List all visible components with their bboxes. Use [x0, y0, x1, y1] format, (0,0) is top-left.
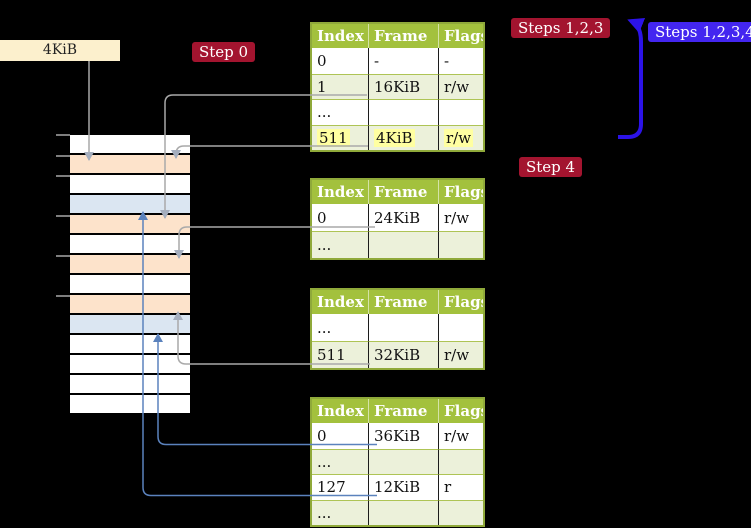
column-header: Frame — [369, 290, 439, 314]
table-cell: - — [439, 48, 483, 74]
table-cell: 0 — [312, 423, 369, 449]
column-header: Flags — [439, 24, 483, 48]
column-header: Frame — [369, 180, 439, 204]
table-cell — [369, 314, 439, 341]
table-cell: ... — [312, 499, 369, 525]
column-header: Flags — [439, 290, 483, 314]
page-table-2: Index Frame Flags 0 24KiB r/w ... — [310, 178, 485, 260]
arrow-loop-back-to-table1 — [618, 18, 646, 139]
table-cell: r — [439, 474, 483, 500]
memory-row — [70, 335, 190, 355]
highlight: 4KiB — [374, 128, 415, 147]
table-cell: r/w — [439, 341, 483, 368]
table-cell: 1 — [312, 73, 369, 99]
table-cell: 24KiB — [369, 204, 439, 231]
table-cell: 511 — [312, 341, 369, 368]
table-cell: r/w — [439, 73, 483, 99]
page-table-3: Index Frame Flags ... 511 32KiB r/w — [310, 288, 485, 370]
address-tick — [56, 295, 70, 297]
table-cell: ... — [312, 99, 369, 125]
table-cell — [439, 448, 483, 474]
table-cell: 0 — [312, 204, 369, 231]
table-cell: ... — [312, 231, 369, 258]
address-tick — [56, 215, 70, 217]
column-header: Flags — [439, 180, 483, 204]
table-cell: 16KiB — [369, 73, 439, 99]
table-cell-highlighted: 511 — [312, 124, 369, 150]
steps1234-badge: Steps 1,2,3,4 — [648, 22, 751, 42]
table-cell — [439, 231, 483, 258]
highlight: 511 — [317, 128, 350, 147]
column-header: Index — [312, 24, 369, 48]
memory-row — [70, 175, 190, 195]
address-tick — [56, 134, 70, 136]
memory-row — [70, 135, 190, 155]
table-cell — [369, 231, 439, 258]
memory-row — [70, 375, 190, 395]
memory-row — [70, 355, 190, 375]
table-cell: - — [369, 48, 439, 74]
table-cell: ... — [312, 314, 369, 341]
step4-badge: Step 4 — [519, 157, 583, 177]
memory-row — [70, 275, 190, 295]
highlight: r/w — [444, 128, 474, 147]
memory-row — [70, 315, 190, 335]
table-cell — [369, 448, 439, 474]
page-size-label: 4KiB — [0, 40, 120, 61]
memory-row — [70, 155, 190, 175]
address-tick — [56, 255, 70, 257]
memory-row — [70, 395, 190, 415]
table-cell — [439, 499, 483, 525]
page-table-1: Index Frame Flags 0 - - 1 16KiB r/w ... … — [310, 22, 485, 152]
table-cell — [369, 99, 439, 125]
column-header: Index — [312, 180, 369, 204]
table-cell — [439, 99, 483, 125]
table-cell — [439, 314, 483, 341]
table-cell: 12KiB — [369, 474, 439, 500]
table-cell: r/w — [439, 423, 483, 449]
physical-memory-column — [70, 135, 190, 415]
address-tick — [56, 175, 70, 177]
column-header: Frame — [369, 399, 439, 423]
column-header: Index — [312, 290, 369, 314]
table-cell: ... — [312, 448, 369, 474]
table-cell-highlighted: 4KiB — [369, 124, 439, 150]
memory-row — [70, 255, 190, 275]
page-table-4: Index Frame Flags 0 36KiB r/w ... 127 12… — [310, 397, 485, 527]
table-cell — [369, 499, 439, 525]
step0-badge: Step 0 — [192, 42, 256, 62]
memory-row — [70, 295, 190, 315]
address-tick — [56, 155, 70, 157]
column-header: Index — [312, 399, 369, 423]
table-cell: 127 — [312, 474, 369, 500]
column-header: Frame — [369, 24, 439, 48]
column-header: Flags — [439, 399, 483, 423]
memory-row — [70, 215, 190, 235]
memory-row — [70, 235, 190, 255]
table-cell: 32KiB — [369, 341, 439, 368]
table-cell-highlighted: r/w — [439, 124, 483, 150]
table-cell: r/w — [439, 204, 483, 231]
memory-row — [70, 195, 190, 215]
steps123-badge: Steps 1,2,3 — [511, 18, 611, 38]
table-cell: 0 — [312, 48, 369, 74]
table-cell: 36KiB — [369, 423, 439, 449]
